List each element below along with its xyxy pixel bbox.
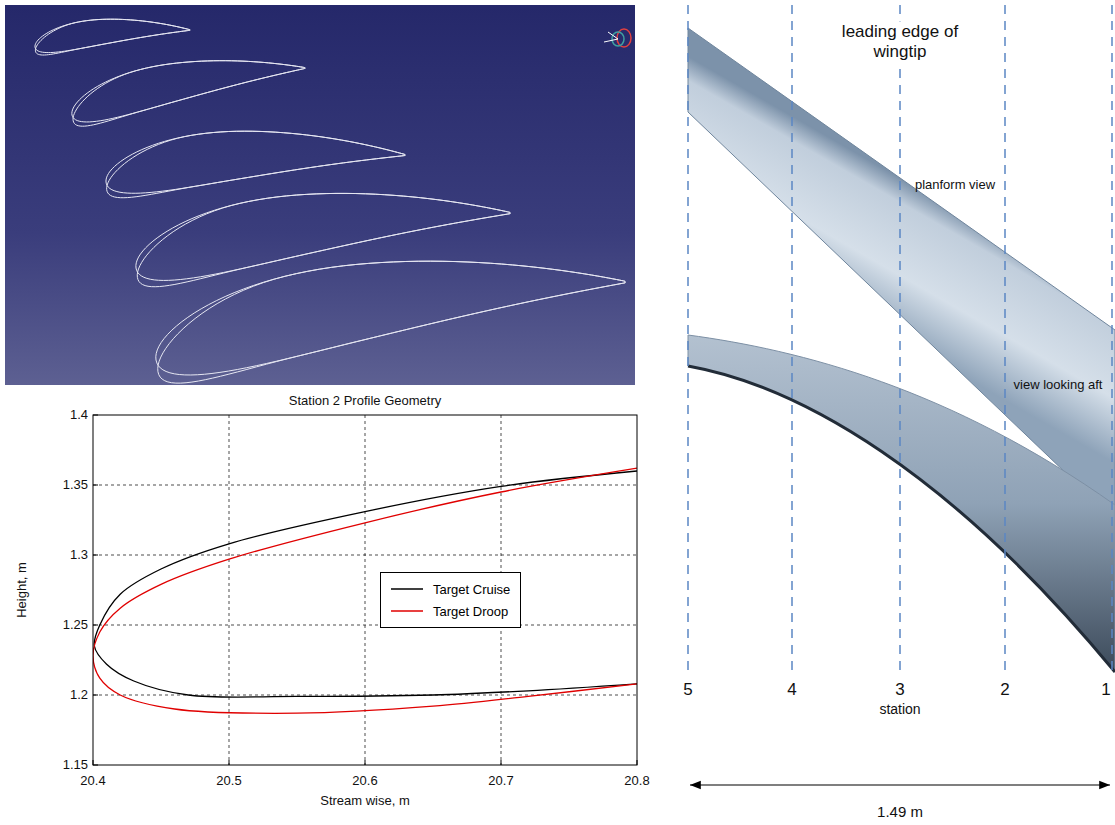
legend-line: [391, 588, 423, 590]
axis-caption: station: [879, 701, 920, 717]
grid-line: [93, 555, 637, 556]
station-number: 2: [1000, 680, 1009, 700]
grid-line: [93, 485, 637, 486]
axis-tick: [93, 485, 98, 486]
tick-label: 1.25: [63, 618, 88, 633]
axis-triad: [604, 29, 631, 47]
axis-title: Stream wise, m: [320, 794, 410, 809]
axis-tick: [93, 555, 98, 556]
airfoil-outline: [73, 61, 305, 127]
station-number: 1: [1101, 680, 1110, 700]
grid-line: [93, 625, 637, 626]
airfoil-outline: [107, 131, 405, 198]
profile-chart: [93, 415, 637, 765]
view-label: planform view: [915, 178, 995, 193]
airfoil-sections: [35, 19, 625, 383]
grid-line: [365, 415, 366, 765]
legend-text: Target Droop: [433, 604, 508, 619]
aft-view-lower-edge: [688, 366, 1115, 672]
axis-tick: [93, 695, 98, 696]
axis-tick: [501, 760, 502, 765]
cad-panel: [5, 5, 635, 385]
triad-axis: [608, 32, 618, 39]
station-line: [1111, 5, 1113, 675]
legend-line: [391, 610, 423, 612]
airfoil-outline: [158, 261, 625, 383]
aft-view-wing: [688, 335, 1115, 672]
chart-legend: Target CruiseTarget Droop: [380, 572, 521, 628]
curve-group: [93, 468, 637, 713]
tick-label: 20.7: [488, 774, 513, 789]
tick-label: 20.8: [624, 774, 649, 789]
profile-curve: [94, 471, 637, 697]
view-label: view looking aft: [1014, 378, 1103, 393]
plot-area: [93, 415, 637, 765]
legend-sample: [389, 606, 425, 616]
airfoil-outline: [106, 131, 405, 193]
axis-tick: [365, 760, 366, 765]
legend-sample: [389, 584, 425, 594]
station-line: [1004, 5, 1006, 675]
axis-tick: [93, 625, 98, 626]
tick-label: 1.35: [63, 478, 88, 493]
profile-curve: [93, 468, 637, 713]
grid-line: [93, 695, 637, 696]
tick-label: 1.15: [63, 758, 88, 773]
airfoil-outline: [72, 61, 305, 122]
tick-label: 1.3: [70, 548, 88, 563]
axis-title: Height, m: [15, 562, 30, 618]
tick-label: 20.6: [352, 774, 377, 789]
tick-label: 20.5: [216, 774, 241, 789]
airfoil-outline: [156, 261, 625, 375]
station-line: [687, 5, 689, 675]
tick-label: 1.2: [70, 688, 88, 703]
callout-label: leading edge of wingtip: [822, 21, 978, 62]
station-line: [899, 5, 901, 675]
triad-axis: [604, 39, 618, 42]
station-line: [791, 5, 793, 675]
station-number: 3: [895, 680, 904, 700]
legend-text: Target Cruise: [433, 582, 510, 597]
airfoil-outline: [137, 193, 510, 286]
tick-label: 20.4: [80, 774, 105, 789]
station-number: 4: [787, 680, 796, 700]
legend-row: Target Droop: [389, 600, 510, 622]
dimension-label: 1.49 m: [877, 803, 923, 820]
legend-row: Target Cruise: [389, 578, 510, 600]
axis-tick: [229, 760, 230, 765]
tick-label: 1.4: [70, 408, 88, 423]
station-number: 5: [683, 680, 692, 700]
plot-frame: [93, 415, 637, 765]
airfoil-outline: [35, 19, 190, 55]
dimension-arrow: [690, 784, 1110, 785]
airfoil-outline: [136, 193, 510, 280]
chart-title: Station 2 Profile Geometry: [289, 394, 441, 409]
